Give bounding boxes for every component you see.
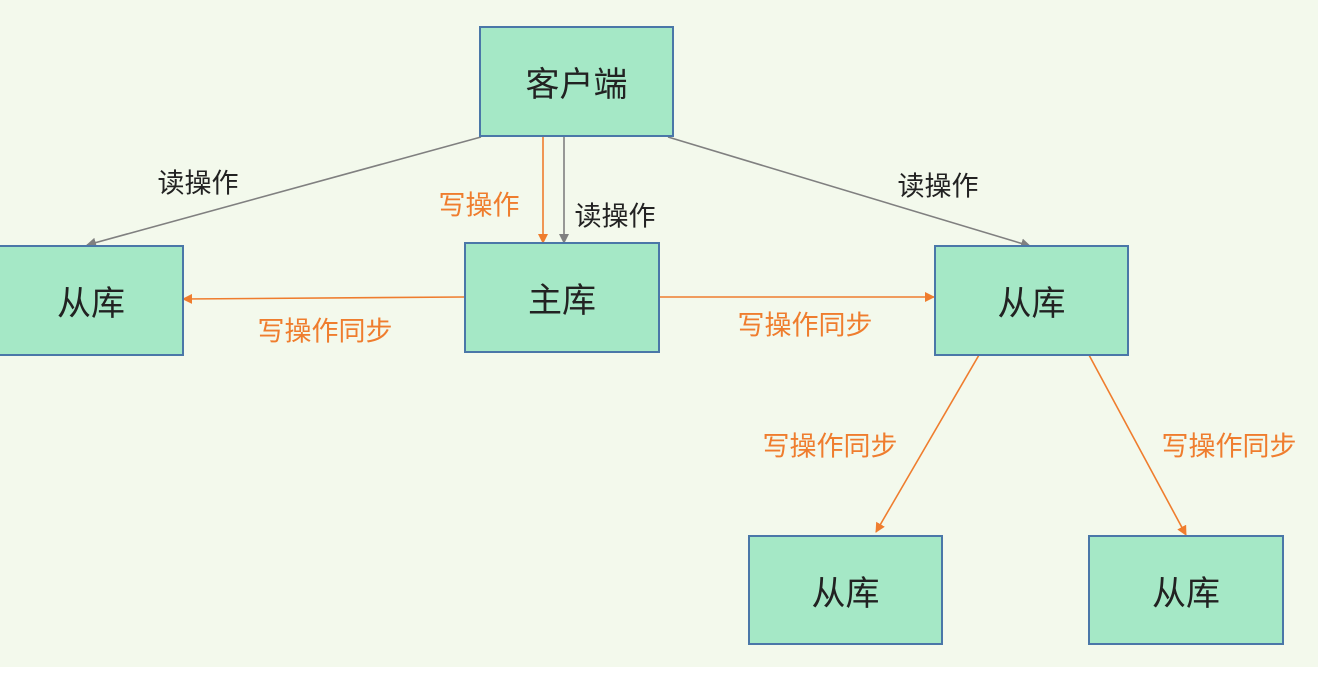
node-master: 主库 — [464, 242, 660, 353]
node-label: 从库 — [997, 284, 1066, 324]
node-label: 从库 — [57, 284, 125, 324]
edge-right-slave-to-bottom-right-sync — [1088, 354, 1187, 536]
edge-label-write: 写操作 — [438, 190, 520, 222]
edge-client-to-left-slave-read — [86, 136, 482, 248]
node-label: 从库 — [1152, 573, 1220, 614]
node-label: 主库 — [528, 281, 596, 321]
edge-label-sync: 写操作同步 — [737, 310, 873, 342]
node-client: 客户端 — [479, 26, 674, 137]
edge-client-to-right-slave-read — [667, 136, 1031, 249]
edge-label-read: 读操作 — [574, 201, 656, 233]
node-label: 从库 — [811, 573, 880, 614]
node-slave-right: 从库 — [934, 245, 1129, 356]
node-slave-bottom-right: 从库 — [1088, 535, 1284, 645]
edge-label-sync: 写操作同步 — [1161, 431, 1297, 463]
edge-label-read: 读操作 — [157, 168, 239, 200]
node-label: 客户端 — [525, 65, 628, 105]
edge-label-read: 读操作 — [897, 171, 979, 203]
node-slave-left: 从库 — [0, 245, 184, 356]
edge-right-slave-to-bottom-left-sync — [875, 354, 980, 533]
edge-label-sync: 写操作同步 — [257, 316, 393, 348]
edge-master-to-left-slave-sync — [182, 293, 465, 304]
node-slave-bottom-left: 从库 — [748, 535, 943, 645]
edge-label-sync: 写操作同步 — [762, 431, 898, 463]
